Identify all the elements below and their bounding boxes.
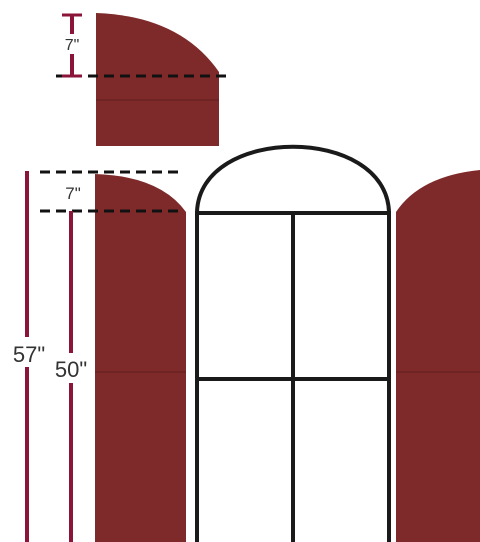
detail-arch-height-label: 7" — [65, 37, 80, 54]
left-shutter-group — [95, 174, 186, 542]
window-arch — [195, 144, 391, 213]
main-arch-height-label: 7" — [65, 184, 81, 203]
main-arch-label-bg — [58, 181, 88, 203]
right-shutter-group — [396, 170, 480, 542]
arched-window-frame — [195, 144, 391, 542]
detail-arch-label-bg — [60, 34, 84, 54]
side-height-label: 50" — [55, 357, 87, 382]
main-arch-dimension: 7" — [58, 181, 88, 203]
total-height-label: 57" — [13, 342, 45, 367]
side-height-label-bg — [50, 353, 92, 383]
detail-shutter-panel — [96, 13, 219, 146]
total-height-label-bg — [8, 337, 50, 367]
left-shutter-panel — [95, 174, 186, 542]
detail-shutter-group: 7" — [56, 13, 230, 146]
right-shutter-panel — [396, 170, 480, 542]
total-height-dimension: 57" — [8, 171, 50, 542]
side-height-dimension: 50" — [50, 211, 92, 542]
